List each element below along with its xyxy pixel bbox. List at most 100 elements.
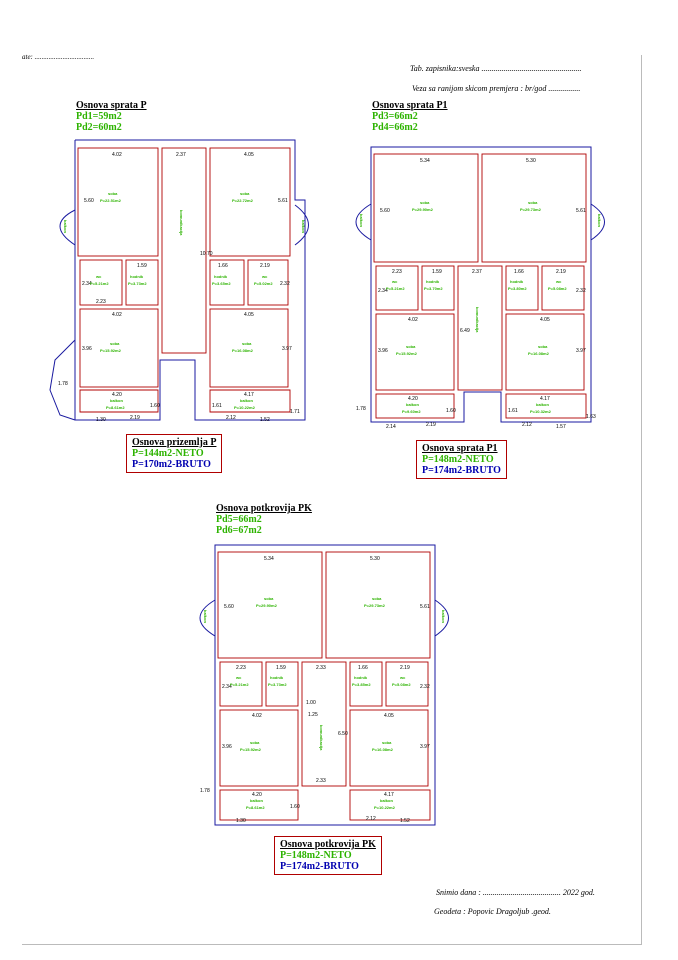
- dim: 1.59: [137, 263, 147, 269]
- dim: 1.59: [432, 269, 442, 275]
- dim: 5.30: [370, 556, 380, 562]
- dim: 1.52: [400, 818, 410, 824]
- room-area: P=10.22m2: [234, 405, 256, 410]
- room-label: balkon: [203, 610, 208, 623]
- dim: 2.12: [366, 816, 376, 822]
- room-area: P=5.21m2: [90, 281, 109, 286]
- dim: 3.96: [378, 348, 388, 354]
- room-label: balkon: [441, 610, 446, 623]
- dim: 4.02: [252, 713, 262, 719]
- room-area: P=16.08m2: [232, 348, 254, 353]
- plan-pk-box-title: Osnova potkrovija PK: [280, 839, 376, 850]
- page-border-bottom: [22, 944, 642, 945]
- room-label: soba: [108, 191, 118, 196]
- room-label: soba: [372, 596, 382, 601]
- room-area: P=22.72m2: [232, 198, 254, 203]
- room-label: hodnik: [214, 274, 228, 279]
- plan-pk-pd5: Pd5=66m2: [216, 514, 262, 525]
- room-label: balkon: [110, 398, 123, 403]
- dim: 3.97: [420, 744, 430, 750]
- dim: 2.23: [96, 299, 106, 305]
- dim: 2.37: [176, 152, 186, 158]
- dim: 1.63: [586, 414, 596, 420]
- plan-p-box-title: Osnova prizemlja P: [132, 437, 217, 448]
- room-label: balkon: [240, 398, 253, 403]
- dim: 4.05: [244, 312, 254, 318]
- room-area: P=5.21m2: [230, 682, 249, 687]
- room-label: soba: [110, 341, 120, 346]
- dim: 1.30: [236, 818, 246, 824]
- dim: 2.32: [420, 684, 430, 690]
- dim: 3.96: [222, 744, 232, 750]
- dim: 2.33: [316, 665, 326, 671]
- dim: 1.52: [260, 417, 270, 423]
- dim: 1.66: [514, 269, 524, 275]
- room-area: P=5.08m2: [548, 286, 567, 291]
- room-area: P=29.73m2: [520, 207, 542, 212]
- dim: 5.60: [224, 604, 234, 610]
- room-label: wc: [95, 274, 102, 279]
- room-label: komunikacija: [179, 210, 184, 236]
- plan-p-title: Osnova sprata P: [76, 100, 147, 111]
- room-area: P=8.61m2: [246, 805, 265, 810]
- room-area: P=22.51m2: [100, 198, 122, 203]
- room-area: P=5.21m2: [386, 286, 405, 291]
- plan-pk-bruto: P=174m2-BRUTO: [280, 861, 359, 872]
- room-label: hodnik: [426, 279, 440, 284]
- room-area: P=3.73m2: [268, 682, 287, 687]
- dim: 4.05: [384, 713, 394, 719]
- room-area: P=15.92m2: [396, 351, 418, 356]
- dim: 5.60: [84, 198, 94, 204]
- dim: 2.32: [576, 288, 586, 294]
- dim: 1.78: [200, 788, 210, 794]
- room-label: soba: [242, 341, 252, 346]
- room-label: soba: [264, 596, 274, 601]
- dim: 3.97: [282, 346, 292, 352]
- plan-p1-pd4: Pd4=66m2: [372, 122, 418, 133]
- room-label: soba: [250, 740, 260, 745]
- plan-pk-pd6: Pd6=67m2: [216, 525, 262, 536]
- room-area: P=3.80m2: [508, 286, 527, 291]
- plan-p-titles: Osnova sprata P Pd1=59m2 Pd2=60m2: [76, 100, 147, 133]
- floor-plan-pk: 5.34 5.30 5.60 5.61 2.23 1.59 2.33 1.66 …: [199, 544, 449, 826]
- dim: 3.97: [576, 348, 586, 354]
- dim: 2.14: [386, 424, 396, 430]
- room-label: balkon: [597, 214, 602, 227]
- dim: 5.34: [420, 158, 430, 164]
- dim: 1.78: [58, 381, 68, 387]
- dim: 5.30: [526, 158, 536, 164]
- dim: 5.60: [380, 208, 390, 214]
- room-label: wc: [235, 675, 242, 680]
- dim: 4.05: [244, 152, 254, 158]
- dim: 1.60: [150, 403, 160, 409]
- dim: 4.17: [540, 396, 550, 402]
- dim: 4.20: [112, 392, 122, 398]
- room-label: balkon: [250, 798, 263, 803]
- room-label: wc: [391, 279, 398, 284]
- room-label: balkon: [63, 220, 68, 233]
- plan-pk-titles: Osnova potkrovija PK Pd5=66m2 Pd6=67m2: [216, 503, 312, 536]
- floor-plan-p: 4.02 2.37 4.05 5.60 5.61 10.70 1.59 2.34…: [49, 139, 309, 423]
- room-label: balkon: [536, 402, 549, 407]
- dim: 1.71: [290, 409, 300, 415]
- room-label: hodnik: [270, 675, 284, 680]
- dim: 1.61: [212, 403, 222, 409]
- dim: 2.33: [316, 778, 326, 784]
- dim: 2.12: [522, 422, 532, 428]
- room-area: P=5.08m2: [392, 682, 411, 687]
- room-area: P=16.08m2: [372, 747, 394, 752]
- plan-p-bruto: P=170m2-BRUTO: [132, 459, 211, 470]
- plan-p-summary: Osnova prizemlja P P=144m2-NETO P=170m2-…: [126, 434, 223, 473]
- dim: 2.23: [236, 665, 246, 671]
- dim: 6.50: [338, 731, 348, 737]
- dim: 1.61: [508, 408, 518, 414]
- plan-pk-neto: P=148m2-NETO: [280, 850, 352, 861]
- room-area: P=15.92m2: [240, 747, 262, 752]
- dim: 2.32: [280, 281, 290, 287]
- header-tab: Tab. zapisnika:sveska ..................…: [410, 64, 582, 73]
- room-area: P=29.73m2: [364, 603, 386, 608]
- dim: 5.61: [278, 198, 288, 204]
- room-label: hodnik: [510, 279, 524, 284]
- room-area: P=10.32m2: [530, 409, 552, 414]
- room-label: balkon: [380, 798, 393, 803]
